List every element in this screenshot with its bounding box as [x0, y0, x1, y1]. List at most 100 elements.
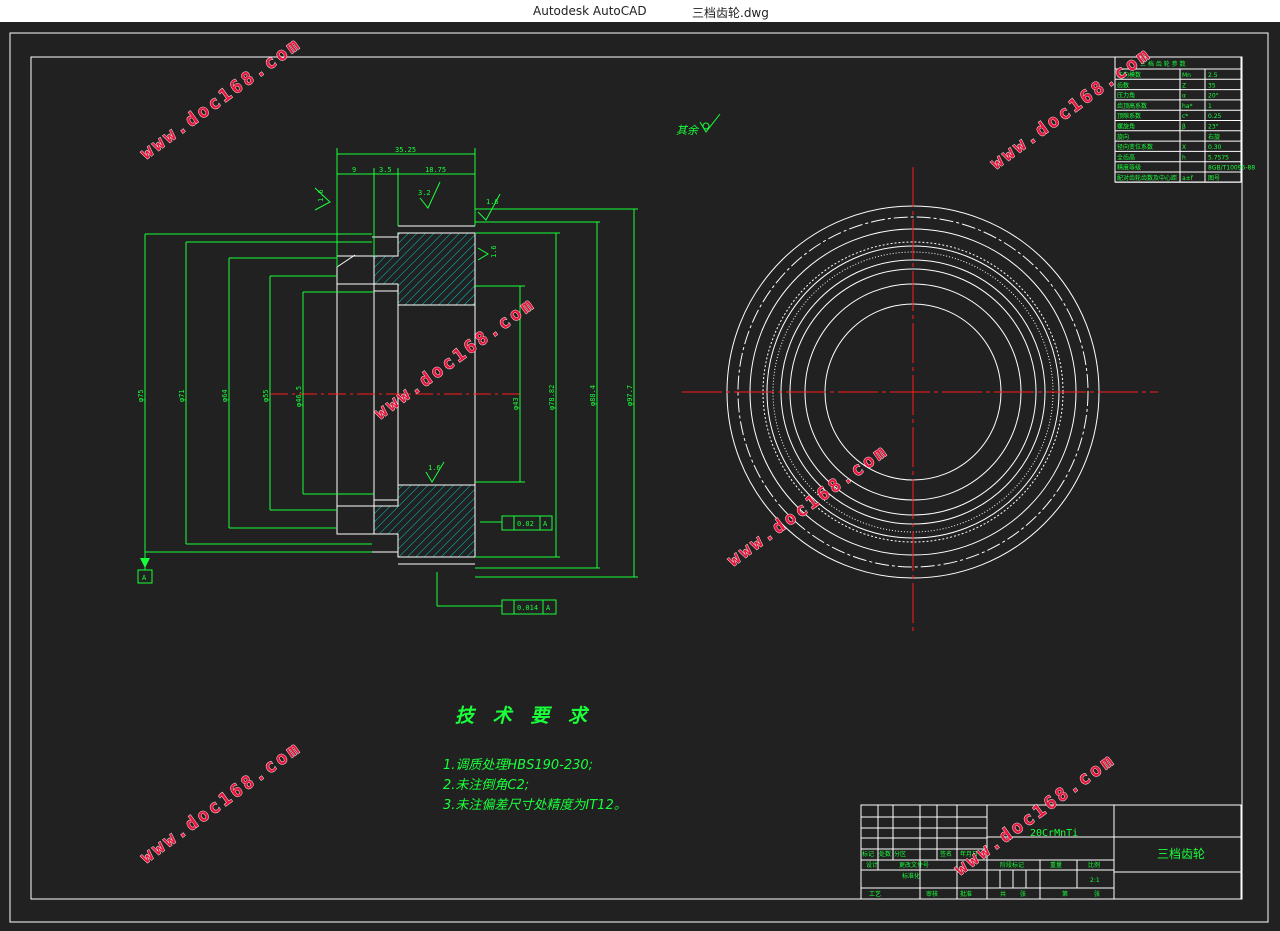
- param-cell: Z: [1182, 82, 1186, 89]
- tech-req-item-3: 3.未注偏差尺寸处精度为IT12。: [443, 798, 627, 813]
- front-view: [682, 167, 1158, 632]
- param-cell: 35: [1208, 82, 1216, 89]
- file-name: 三档齿轮.dwg: [692, 6, 769, 20]
- param-cell: 图号: [1208, 175, 1220, 182]
- hub-outline-top: [336, 254, 375, 285]
- drawing-canvas[interactable]: A 0.02 A 0.014 A 35.25 9 3.5 18.75 3.2 1…: [0, 22, 1280, 931]
- param-cell: 0.25: [1208, 113, 1222, 120]
- svg-text:A: A: [543, 520, 548, 528]
- svg-text:审核: 审核: [926, 890, 938, 898]
- svg-text:签名: 签名: [940, 850, 952, 858]
- param-cell: 0.30: [1208, 144, 1222, 151]
- svg-text:标记: 标记: [862, 850, 874, 858]
- svg-text:其余: 其余: [676, 124, 700, 137]
- dim-top-c: 18.75: [425, 166, 446, 174]
- cad-drawing[interactable]: A 0.02 A 0.014 A 35.25 9 3.5 18.75 3.2 1…: [0, 22, 1280, 931]
- svg-text:三 档 齿 轮 参 数: 三 档 齿 轮 参 数: [1140, 60, 1186, 68]
- param-cell: 压力角: [1117, 92, 1135, 100]
- dim-dia-75: φ75: [137, 389, 145, 402]
- dim-dia-97: φ97.7: [626, 385, 634, 406]
- roughness-symbol: [477, 193, 501, 221]
- hub-outline-bottom: [336, 505, 375, 535]
- param-cell: 全齿高: [1117, 153, 1135, 161]
- watermark: www.doc168.com: [137, 737, 306, 868]
- rough-left: 1.6: [317, 189, 325, 202]
- svg-text:张: 张: [1094, 890, 1100, 898]
- param-cell: h: [1182, 154, 1186, 161]
- tech-req-item-1: 1.调质处理HBS190-230;: [443, 758, 593, 773]
- rough-mid: 1.6: [428, 464, 441, 472]
- dim-dia-hub: φ43: [512, 397, 520, 410]
- svg-text:年月日: 年月日: [960, 850, 978, 858]
- svg-text:更改文件号: 更改文件号: [899, 861, 929, 869]
- watermark: www.doc168.com: [724, 440, 893, 571]
- tech-req-title: 技 术 要 求: [455, 705, 593, 727]
- svg-text:张: 张: [1020, 890, 1026, 898]
- datum-box: [137, 569, 153, 584]
- svg-text:阶段标记: 阶段标记: [1000, 861, 1024, 869]
- dim-dia-64: φ64: [221, 389, 229, 402]
- section-hatch-bottom: [373, 484, 476, 558]
- svg-text:A: A: [546, 604, 551, 612]
- watermark: www.doc168.com: [137, 33, 306, 164]
- svg-text:分区: 分区: [894, 850, 906, 858]
- roughness-symbol: [477, 247, 489, 261]
- inner-frame: [30, 56, 1243, 900]
- section-view: A 0.02 A 0.014 A 35.25 9 3.5 18.75 3.2 1…: [137, 146, 638, 615]
- param-cell: 23°: [1208, 124, 1219, 131]
- title-block-text: 标记 处数 分区 更改文件号 签名 年月日 设计 标准化 审核 工艺 批准 阶段…: [862, 828, 1205, 898]
- tolerance-frame-1: 0.02 A: [501, 515, 553, 531]
- param-cell: 精度等级: [1117, 164, 1141, 172]
- rough-top: 3.2: [418, 189, 431, 197]
- svg-text:0.014: 0.014: [517, 604, 538, 612]
- param-cell: 法向模数: [1117, 71, 1141, 79]
- param-cell: 5.7575: [1208, 154, 1229, 161]
- param-cell: X: [1182, 144, 1186, 151]
- tolerance-frame-2: 0.014 A: [501, 599, 557, 615]
- dim-dia-78: φ78.82: [548, 385, 556, 410]
- svg-text:处数: 处数: [879, 850, 891, 858]
- param-cell: β: [1182, 124, 1186, 131]
- svg-text:比例: 比例: [1088, 861, 1100, 869]
- param-cell: α: [1182, 93, 1186, 100]
- param-cell: 径向变位系数: [1117, 143, 1153, 151]
- outer-frame: [9, 32, 1269, 923]
- param-cell: 配对齿轮齿数及中心距: [1117, 174, 1177, 182]
- dim-dia-55: φ55: [262, 389, 270, 402]
- dim-top-b: 3.5: [379, 166, 392, 174]
- title-block: [860, 804, 1242, 900]
- roughness-symbol: [419, 181, 441, 209]
- dim-dia-46: φ46.5: [295, 386, 303, 407]
- param-cell: 2.5: [1208, 72, 1218, 79]
- param-cell: a±f: [1182, 175, 1194, 182]
- svg-text:标准化: 标准化: [902, 872, 920, 880]
- param-cell: c*: [1182, 113, 1188, 120]
- svg-text:批准: 批准: [960, 890, 972, 898]
- title-bar: Autodesk AutoCAD 三档齿轮.dwg: [0, 0, 1280, 22]
- dim-dia-88: φ88.4: [589, 385, 597, 406]
- svg-text:工艺: 工艺: [869, 890, 881, 898]
- svg-text:设计: 设计: [866, 861, 878, 869]
- rough-top-right: 1.6: [486, 198, 499, 206]
- svg-text:0.02: 0.02: [517, 520, 534, 528]
- param-cell: 螺旋角: [1117, 123, 1135, 131]
- app-title: Autodesk AutoCAD: [533, 4, 647, 18]
- svg-text:共: 共: [1000, 890, 1006, 898]
- param-cell: Mn: [1182, 72, 1191, 79]
- param-cell: ha*: [1182, 103, 1192, 110]
- part-name: 三档齿轮: [1157, 847, 1205, 861]
- param-cell: 8GB/T10095-88: [1208, 165, 1255, 172]
- rough-right: 1.6: [490, 245, 498, 258]
- roughness-symbol: [425, 461, 445, 483]
- section-hatch-top: [373, 232, 476, 306]
- datum-label: A: [142, 574, 147, 582]
- scale-value: 2:1: [1090, 877, 1100, 884]
- svg-text:重量: 重量: [1050, 861, 1062, 869]
- tech-requirements: 技 术 要 求 1.调质处理HBS190-230; 2.未注倒角C2; 3.未注…: [443, 705, 627, 813]
- tech-req-item-2: 2.未注倒角C2;: [443, 778, 529, 793]
- param-cell: 顶隙系数: [1117, 112, 1141, 120]
- param-cell: 齿数: [1117, 81, 1129, 89]
- roughness-symbol: [314, 187, 331, 211]
- param-cell: 20°: [1208, 93, 1219, 100]
- param-cell: 齿顶高系数: [1117, 102, 1147, 110]
